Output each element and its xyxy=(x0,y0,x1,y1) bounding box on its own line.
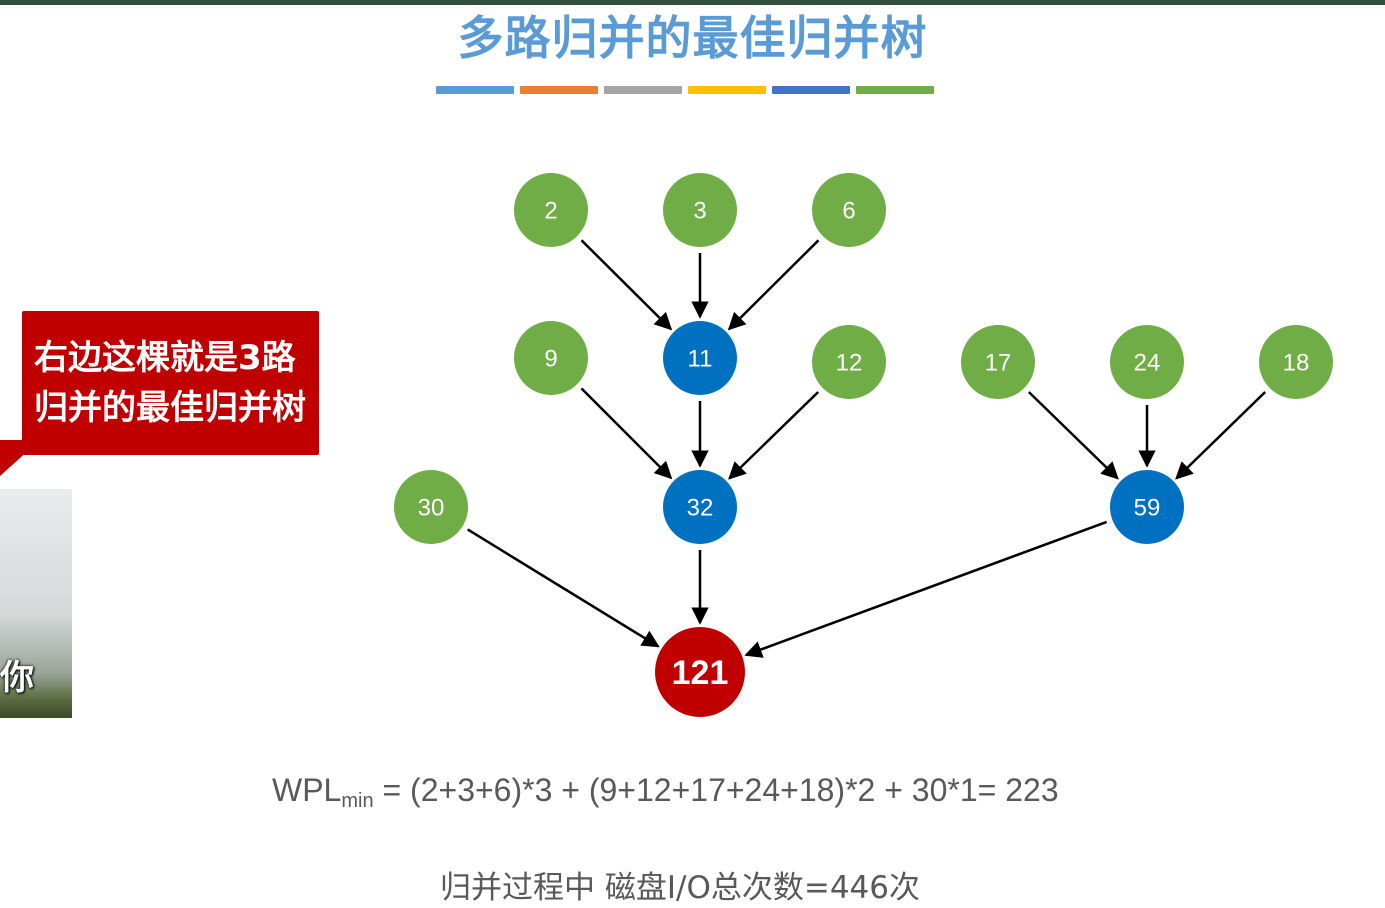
tree-node-17: 17 xyxy=(961,325,1035,399)
tree-node-121: 121 xyxy=(655,627,745,717)
edge-n17-to-n59 xyxy=(1027,391,1119,480)
node-circle xyxy=(812,173,886,247)
tree-node-12: 12 xyxy=(812,325,886,399)
color-swatch xyxy=(520,86,598,94)
node-circle xyxy=(1110,325,1184,399)
node-circle xyxy=(1110,470,1184,544)
tree-node-11: 11 xyxy=(663,321,737,395)
color-swatch xyxy=(772,86,850,94)
formula-subscript: min xyxy=(341,790,374,812)
tree-node-18: 18 xyxy=(1259,325,1333,399)
node-circle xyxy=(961,325,1035,399)
tree-node-9: 9 xyxy=(514,321,588,395)
color-swatch xyxy=(604,86,682,94)
tree-node-6: 6 xyxy=(812,173,886,247)
edge-n6-to-n11 xyxy=(727,239,820,331)
tree-node-24: 24 xyxy=(1110,325,1184,399)
color-swatch xyxy=(436,86,514,94)
top-bar xyxy=(0,0,1385,5)
tree-node-59: 59 xyxy=(1110,470,1184,544)
tree-node-32: 32 xyxy=(663,470,737,544)
edge-n12-to-n32 xyxy=(728,391,820,480)
color-swatch xyxy=(856,86,934,94)
node-label: 9 xyxy=(544,346,557,373)
title-color-strip xyxy=(436,86,934,94)
node-circle xyxy=(514,321,588,395)
lecturer-video-thumbnail[interactable] xyxy=(0,489,72,718)
formula-expression: = (2+3+6)*3 + (9+12+17+24+18)*2 + 30*1= … xyxy=(373,772,1059,808)
node-label: 6 xyxy=(842,198,855,225)
color-swatch xyxy=(688,86,766,94)
formula-prefix: WPL xyxy=(272,772,342,808)
node-circle xyxy=(812,325,886,399)
tree-node-30: 30 xyxy=(394,470,468,544)
node-circle xyxy=(514,173,588,247)
node-circle xyxy=(663,173,737,247)
node-circle xyxy=(394,470,468,544)
disk-io-summary: 归并过程中 磁盘I/O总次数=446次 xyxy=(440,870,920,906)
node-label: 32 xyxy=(687,495,714,522)
node-label: 2 xyxy=(544,198,557,225)
tree-node-2: 2 xyxy=(514,173,588,247)
node-circle xyxy=(655,627,745,717)
edge-n18-to-n59 xyxy=(1175,391,1267,480)
node-circle xyxy=(663,470,737,544)
callout-line-2: 归并的最佳归并树 xyxy=(34,388,306,428)
node-circle xyxy=(1259,325,1333,399)
wpl-formula: WPLmin = (2+3+6)*3 + (9+12+17+24+18)*2 +… xyxy=(272,772,1059,813)
edge-n9-to-n32 xyxy=(580,387,673,480)
node-label: 12 xyxy=(836,350,863,377)
edge-n30-to-n121 xyxy=(467,528,660,648)
node-label: 11 xyxy=(688,346,713,373)
node-label: 18 xyxy=(1283,350,1310,377)
node-label: 121 xyxy=(672,654,729,692)
node-label: 30 xyxy=(418,495,445,522)
callout-box: 右边这棵就是3路 归并的最佳归并树 xyxy=(22,311,319,455)
node-label: 24 xyxy=(1134,350,1161,377)
tree-node-3: 3 xyxy=(663,173,737,247)
node-label: 17 xyxy=(985,350,1012,377)
video-subtitle: 你 xyxy=(0,658,34,698)
node-circle xyxy=(663,321,737,395)
callout-line-1: 右边这棵就是3路 xyxy=(34,338,296,378)
page-title: 多路归并的最佳归并树 xyxy=(457,11,928,65)
edge-n2-to-n11 xyxy=(580,239,673,331)
node-label: 59 xyxy=(1134,495,1161,522)
callout-tail xyxy=(0,440,40,476)
edge-n59-to-n121 xyxy=(744,520,1108,658)
node-label: 3 xyxy=(693,198,706,225)
